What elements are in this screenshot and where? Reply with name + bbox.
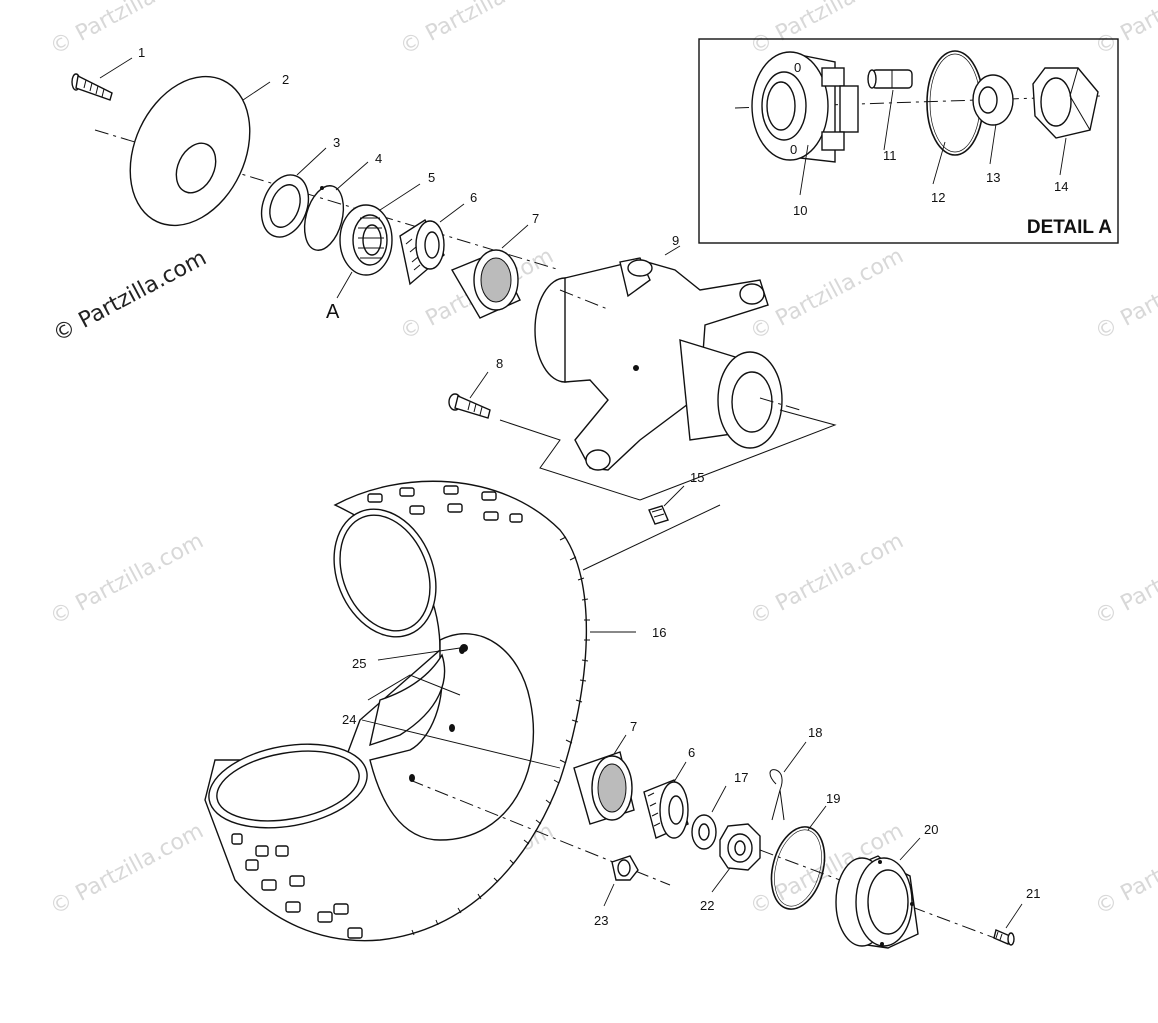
part-8-bolt bbox=[448, 371, 491, 419]
part-17-washer bbox=[691, 785, 727, 850]
callout-13: 13 bbox=[986, 170, 1000, 185]
callout-detail-a: A bbox=[326, 301, 340, 323]
callout-2: 2 bbox=[282, 72, 289, 87]
callout-15: 15 bbox=[690, 470, 704, 485]
callout-17: 17 bbox=[734, 770, 748, 785]
watermark-text: © Partzilla.com bbox=[46, 529, 208, 631]
part-20-hub-cap bbox=[835, 837, 921, 949]
detail-a-box: DETAIL A 0 0 bbox=[698, 38, 1119, 244]
callout-7-lower: 7 bbox=[630, 719, 637, 734]
watermark-text: © Partzilla.com bbox=[396, 0, 558, 60]
callout-6-lower: 6 bbox=[688, 745, 695, 760]
callout-5: 5 bbox=[428, 170, 435, 185]
callout-16: 16 bbox=[652, 625, 666, 640]
part-6-bearing bbox=[399, 203, 465, 286]
callout-21: 21 bbox=[1026, 886, 1040, 901]
watermark-text: © Partzilla.com bbox=[46, 0, 208, 60]
callout-7: 7 bbox=[532, 211, 539, 226]
callout-11: 11 bbox=[883, 148, 897, 163]
watermark-text: © Partzilla.com bbox=[746, 244, 908, 346]
watermark-text: © Partzilla.com bbox=[1091, 819, 1158, 921]
part-7-race-lower bbox=[573, 734, 635, 825]
tire-bead-lower bbox=[208, 743, 368, 829]
callout-3: 3 bbox=[333, 135, 340, 150]
part-4-snap-ring bbox=[303, 161, 369, 251]
part-1-screw bbox=[71, 57, 133, 101]
part-5-hub bbox=[336, 183, 421, 299]
callout-18: 18 bbox=[808, 725, 822, 740]
callout-23: 23 bbox=[594, 913, 608, 928]
callout-24: 24 bbox=[342, 712, 356, 727]
watermark-text: © Partzilla.com bbox=[746, 0, 908, 60]
part-2-disc bbox=[129, 75, 271, 227]
lower-axis-line-a bbox=[409, 779, 671, 886]
part-25-valve bbox=[460, 644, 468, 652]
part-19-o-ring bbox=[770, 805, 827, 910]
part-22-nut bbox=[711, 823, 761, 893]
part-6-bearing-lower bbox=[643, 761, 689, 839]
callout-9: 9 bbox=[672, 233, 679, 248]
watermark-text: © Partzilla.com bbox=[1091, 0, 1158, 60]
callout-14: 14 bbox=[1054, 179, 1068, 194]
callout-1: 1 bbox=[138, 45, 145, 60]
callout-12: 12 bbox=[931, 190, 945, 205]
part-18-cotter-pin bbox=[769, 741, 807, 821]
part-13-washer bbox=[972, 74, 1014, 126]
callout-22: 22 bbox=[700, 898, 714, 913]
part-23-fitting bbox=[603, 855, 639, 907]
part-9-spindle bbox=[534, 245, 801, 471]
svg-text:0: 0 bbox=[794, 60, 801, 75]
callout-19: 19 bbox=[826, 791, 840, 806]
watermark-text: © Partzilla.com bbox=[46, 819, 208, 921]
detail-a-title: DETAIL A bbox=[1027, 217, 1112, 238]
part-7-race bbox=[450, 224, 529, 319]
tire-bead-upper bbox=[333, 508, 437, 638]
part-21-bolt bbox=[993, 903, 1023, 946]
watermark-text: © Partzilla.com bbox=[1091, 529, 1158, 631]
watermark-main: © Partzilla.com bbox=[49, 246, 211, 348]
part-10-coupler: 0 0 bbox=[751, 51, 859, 163]
callout-10: 10 bbox=[793, 203, 807, 218]
callout-4: 4 bbox=[375, 151, 382, 166]
svg-text:0: 0 bbox=[790, 142, 797, 157]
watermark-text: © Partzilla.com bbox=[746, 529, 908, 631]
part-24-rim bbox=[361, 633, 561, 841]
part-3-seal bbox=[260, 147, 327, 238]
callout-8: 8 bbox=[496, 356, 503, 371]
watermark-text: © Partzilla.com bbox=[1091, 244, 1158, 346]
callout-25: 25 bbox=[352, 656, 366, 671]
callout-6: 6 bbox=[470, 190, 477, 205]
part-15-fitting bbox=[648, 485, 685, 525]
part-14-nut bbox=[1032, 67, 1099, 139]
part-11-pin bbox=[867, 69, 913, 89]
callout-20: 20 bbox=[924, 822, 938, 837]
